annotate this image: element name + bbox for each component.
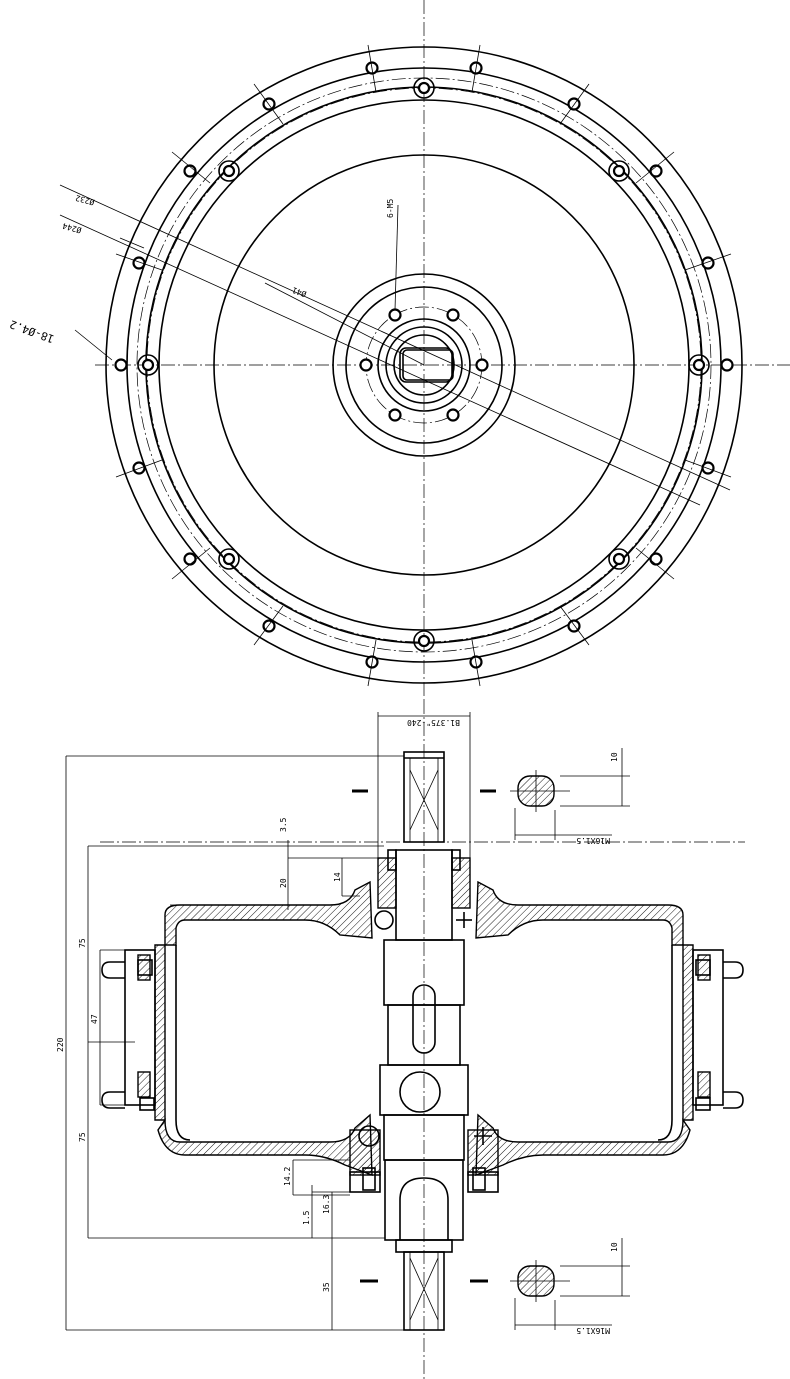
left-bracket bbox=[101, 949, 156, 1111]
central-spindle bbox=[349, 939, 499, 1193]
label-dim-75-bottom: 75 bbox=[78, 1132, 87, 1142]
label-dim-75-top: 75 bbox=[78, 938, 87, 948]
section-markers bbox=[352, 789, 496, 1283]
counterbored-holes bbox=[137, 77, 710, 652]
label-6-m5: 6-M5 bbox=[386, 199, 395, 218]
body-circle bbox=[213, 154, 635, 576]
label-dim-16-3: 16.3 bbox=[322, 1195, 331, 1214]
top-hub bbox=[374, 849, 472, 941]
section-detail-bottom: 10 M16X1.5 bbox=[510, 1238, 630, 1335]
label-dim-220: 220 bbox=[56, 1037, 65, 1052]
hub-circle-3 bbox=[377, 318, 471, 412]
flange-holes-18 bbox=[114, 61, 734, 669]
label-18-holes: 18-Ø4.2 bbox=[8, 317, 56, 345]
hole-radial-ticks bbox=[115, 44, 732, 687]
leader-lines bbox=[59, 184, 731, 506]
sect-top-thread: M16X1.5 bbox=[576, 836, 610, 845]
dimension-lines bbox=[65, 712, 471, 1331]
label-dia-244: Ø244 bbox=[61, 221, 82, 236]
label-dim-20: 20 bbox=[279, 878, 288, 888]
label-dia-232: Ø232 bbox=[74, 193, 95, 208]
sect-top-dim: 10 bbox=[610, 752, 619, 762]
hub-circle-2 bbox=[345, 286, 503, 444]
label-dim-47: 47 bbox=[90, 1014, 99, 1024]
shaft-circle bbox=[385, 326, 463, 404]
shaft-inner-circle bbox=[393, 334, 455, 396]
label-dim-35: 35 bbox=[322, 1282, 331, 1292]
top-view: Ø232 Ø244 Ø41 18-Ø4.2 6-M5 bbox=[8, 0, 790, 700]
label-dim-3-5: 3.5 bbox=[279, 817, 288, 832]
outer-flange-circle bbox=[105, 46, 743, 684]
sect-bottom-dim: 10 bbox=[610, 1242, 619, 1252]
hub-outer-circle bbox=[332, 273, 516, 457]
shaft-square bbox=[402, 349, 454, 381]
label-dia-41: Ø41 bbox=[291, 285, 308, 299]
label-shaft-top: B1.375"-240 bbox=[407, 718, 460, 727]
shaft-key bbox=[399, 347, 453, 383]
side-view: 10 M16X1.5 10 M16X1.5 bbox=[56, 700, 745, 1379]
section-detail-top: 10 M16X1.5 bbox=[510, 748, 630, 845]
bottom-shaft bbox=[384, 1159, 464, 1331]
top-shaft bbox=[403, 751, 445, 843]
hub-holes bbox=[359, 308, 489, 422]
label-dim-14-2: 14.2 bbox=[283, 1167, 292, 1186]
label-dim-1-5: 1.5 bbox=[302, 1210, 311, 1225]
right-bracket bbox=[692, 949, 744, 1111]
label-dim-14: 14 bbox=[333, 872, 342, 882]
sect-bottom-thread: M16X1.5 bbox=[576, 1326, 610, 1335]
